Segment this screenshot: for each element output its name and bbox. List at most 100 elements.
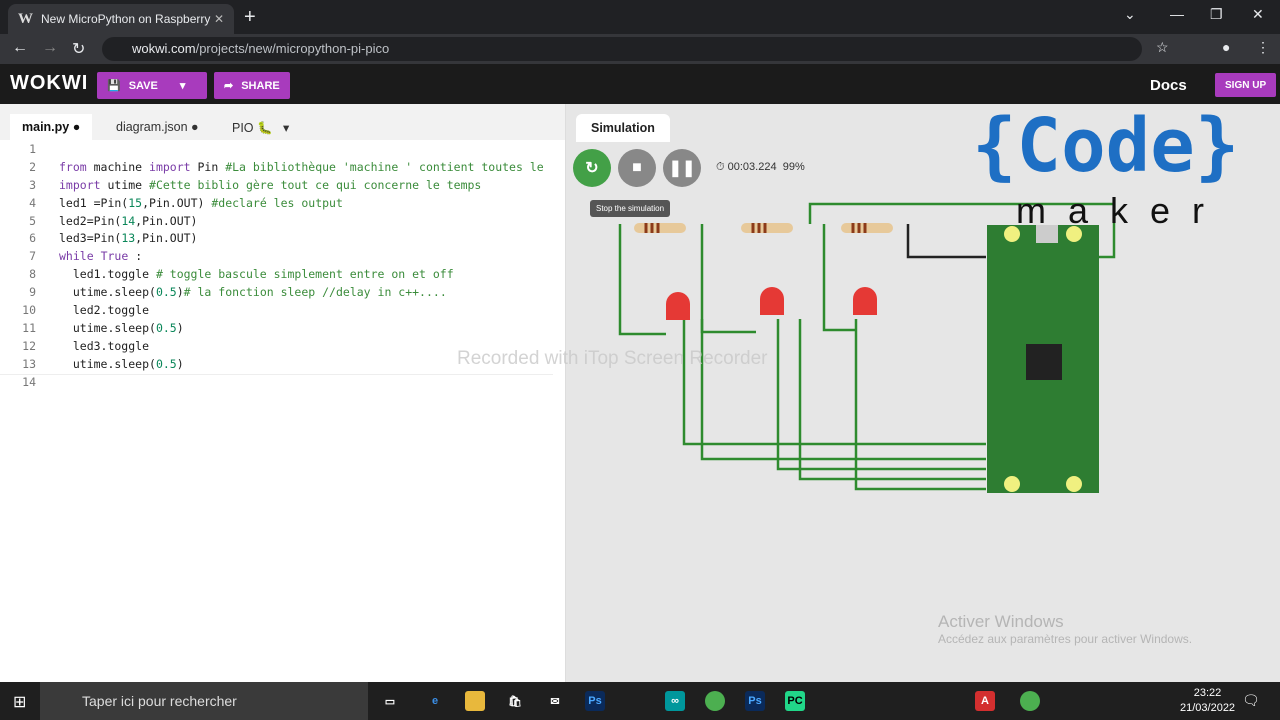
url-path: /projects/new/micropython-pi-pico <box>195 41 390 56</box>
url-domain: wokwi.com <box>132 41 196 56</box>
windows-start-icon[interactable]: ⊞ <box>13 694 27 711</box>
signup-button[interactable]: SIGN UP <box>1215 73 1277 97</box>
tab-label: diagram.json <box>116 120 188 134</box>
notifications-icon[interactable]: 🗨 <box>1242 692 1260 708</box>
stop-button[interactable]: ■ <box>618 149 656 187</box>
led-2 <box>760 287 784 315</box>
line-text: utime.sleep(0.5)# la fonction sleep //de… <box>59 285 447 300</box>
line-text: led1.toggle # toggle bascule simplement … <box>59 267 454 282</box>
line-text: led2=Pin(14,Pin.OUT) <box>59 213 198 228</box>
line-text: utime.sleep(0.5) <box>59 320 184 335</box>
save-button[interactable]: 💾SAVE▾ <box>97 72 207 99</box>
simulation-tab[interactable]: Simulation <box>576 114 670 142</box>
minimize-button[interactable]: — <box>1170 6 1184 22</box>
tab-label: main.py <box>22 120 70 134</box>
address-bar-row: ← → ↻ wokwi.com/projects/new/micropython… <box>0 34 1280 64</box>
timer-value: 00:03.224 <box>727 161 777 173</box>
line-number: 8 <box>29 267 36 282</box>
profile-icon[interactable]: ● <box>1222 39 1231 55</box>
save-label: SAVE <box>128 79 158 92</box>
leds <box>666 287 877 320</box>
taskbar-search[interactable]: Taper ici pour rechercher <box>40 682 368 720</box>
store-icon[interactable]: 🛍 <box>508 695 522 708</box>
task-view-icon[interactable]: ▭ <box>384 695 396 708</box>
line-number: 5 <box>29 213 36 228</box>
wokwi-logo[interactable]: WOKWI <box>10 72 89 94</box>
docs-link[interactable]: Docs <box>1150 77 1187 94</box>
code-line[interactable]: 8 led1.toggle # toggle bascule simplemen… <box>0 267 553 285</box>
close-window-button[interactable]: ✕ <box>1252 6 1264 22</box>
code-line[interactable]: 13 utime.sleep(0.5) <box>0 357 553 375</box>
photoshop-icon-2[interactable]: Ps <box>745 691 765 711</box>
code-line[interactable]: 5 led2=Pin(14,Pin.OUT) <box>0 214 553 232</box>
back-icon[interactable]: ← <box>12 39 28 56</box>
recorder-watermark: Recorded with iTop Screen Recorder <box>457 348 768 369</box>
clock-date: 21/03/2022 <box>1180 702 1236 714</box>
code-line[interactable]: 12 led3.toggle <box>0 339 553 357</box>
share-icon: ➦ <box>224 80 234 92</box>
line-text: utime.sleep(0.5) <box>59 356 184 371</box>
reload-icon[interactable]: ↻ <box>72 41 86 58</box>
chrome-active-icon[interactable] <box>1020 691 1040 711</box>
menu-icon[interactable]: ⋮ <box>1256 39 1270 55</box>
line-text: from machine import Pin #La bibliothèque… <box>59 159 544 174</box>
share-button[interactable]: ➦SHARE <box>214 72 290 99</box>
code-line[interactable]: 10 led2.toggle <box>0 303 553 321</box>
tooltip: Stop the simulation <box>590 200 671 217</box>
chrome-icon[interactable] <box>705 691 725 711</box>
led-1 <box>666 292 690 320</box>
code-line[interactable]: 9 utime.sleep(0.5)# la fonction sleep //… <box>0 285 553 303</box>
search-placeholder: Taper ici pour rechercher <box>82 693 237 709</box>
photoshop-icon[interactable]: Ps <box>585 691 605 711</box>
arduino-icon[interactable]: ∞ <box>665 691 685 711</box>
wokwi-favicon: W <box>18 10 33 27</box>
url-input[interactable]: wokwi.com/projects/new/micropython-pi-pi… <box>102 37 1142 61</box>
forward-icon[interactable]: → <box>42 39 58 56</box>
tab-main-py[interactable]: main.py ● <box>10 114 93 140</box>
line-text <box>36 142 59 160</box>
file-explorer-icon[interactable] <box>465 691 485 711</box>
tab-search-icon[interactable]: ⌄ <box>1124 6 1136 22</box>
close-tab-icon[interactable]: ✕ <box>213 12 224 26</box>
tab-pio[interactable]: PIO 🐛 ▾ <box>232 121 290 135</box>
browser-tab[interactable]: W New MicroPython on Raspberry✕ <box>8 4 234 34</box>
new-tab-button[interactable]: + <box>244 6 256 28</box>
line-text: led3=Pin(13,Pin.OUT) <box>59 231 198 246</box>
line-number: 13 <box>22 356 36 371</box>
resistor-2 <box>741 223 793 233</box>
activate-subtitle: Accédez aux paramètres pour activer Wind… <box>938 632 1193 646</box>
restart-button[interactable]: ↻ <box>573 149 611 187</box>
code-line[interactable]: 1 <box>0 142 553 160</box>
tab-label: PIO <box>232 121 254 135</box>
mail-icon[interactable]: ✉ <box>550 695 560 708</box>
resistors <box>634 223 893 233</box>
raspberry-pi-pico <box>987 225 1099 493</box>
line-number: 6 <box>29 231 36 246</box>
code-line[interactable]: 6 led3=Pin(13,Pin.OUT) <box>0 231 553 249</box>
code-maker-subtitle: maker <box>1016 190 1227 231</box>
maximize-button[interactable]: ❐ <box>1210 6 1223 22</box>
chevron-down-icon[interactable]: ▾ <box>179 80 186 92</box>
cpu-usage: 99% <box>782 161 805 173</box>
edge-icon[interactable]: e <box>431 695 439 707</box>
pycharm-icon[interactable]: PC <box>785 691 805 711</box>
code-line[interactable]: 14 <box>0 375 553 393</box>
tab-diagram-json[interactable]: diagram.json ● <box>116 120 199 134</box>
pause-button[interactable]: ❚❚ <box>663 149 701 187</box>
editor-tabs: main.py ● diagram.json ● PIO 🐛 ▾ <box>0 104 565 140</box>
code-line[interactable]: 11 utime.sleep(0.5) <box>0 321 553 339</box>
line-text: led2.toggle <box>59 303 150 318</box>
bookmark-star-icon[interactable]: ☆ <box>1156 39 1169 55</box>
acrobat-icon[interactable]: A <box>975 691 995 711</box>
tab-title: New MicroPython on Raspberry <box>41 12 211 26</box>
line-number: 7 <box>29 249 36 264</box>
line-number: 12 <box>22 338 36 353</box>
